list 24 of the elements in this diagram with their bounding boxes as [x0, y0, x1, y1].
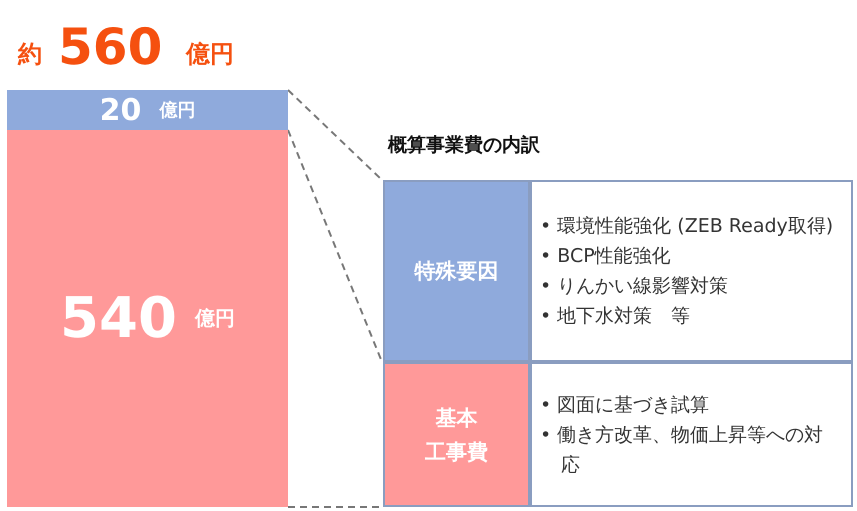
bullet-item: • 図面に基づき試算 [540, 392, 710, 418]
table-cell [530, 362, 853, 507]
unit-text: 億円 [159, 99, 196, 122]
bar-segment [7, 90, 288, 130]
table-header-cell [383, 362, 530, 507]
amount-text: 20 [100, 92, 142, 128]
amount-text: 540 [60, 286, 177, 351]
bar-segment [7, 130, 288, 507]
cell-text: 基本工事費 [425, 404, 488, 466]
guide-line [287, 89, 383, 181]
bullet-item: • BCP性能強化 [540, 244, 672, 269]
table-heading: 概算事業費の内訳 [388, 133, 540, 158]
total-amount: 560 [58, 18, 162, 76]
title-prefix: 約 [18, 39, 42, 70]
bullet-item: • 地下水対策 等 [540, 304, 692, 329]
guide-line [288, 506, 382, 508]
bullet-item: • りんかい線影響対策 [540, 274, 730, 299]
table-cell [530, 180, 853, 362]
bullet-item: • 働き方改革、物価上昇等への対応 [540, 422, 824, 478]
bullet-item: • 環境性能強化 (ZEB Ready取得) [540, 214, 834, 239]
title-unit: 億円 [186, 39, 234, 70]
table-header-cell [383, 180, 530, 362]
unit-text: 億円 [194, 305, 235, 332]
cell-text: 特殊要因 [414, 258, 498, 285]
